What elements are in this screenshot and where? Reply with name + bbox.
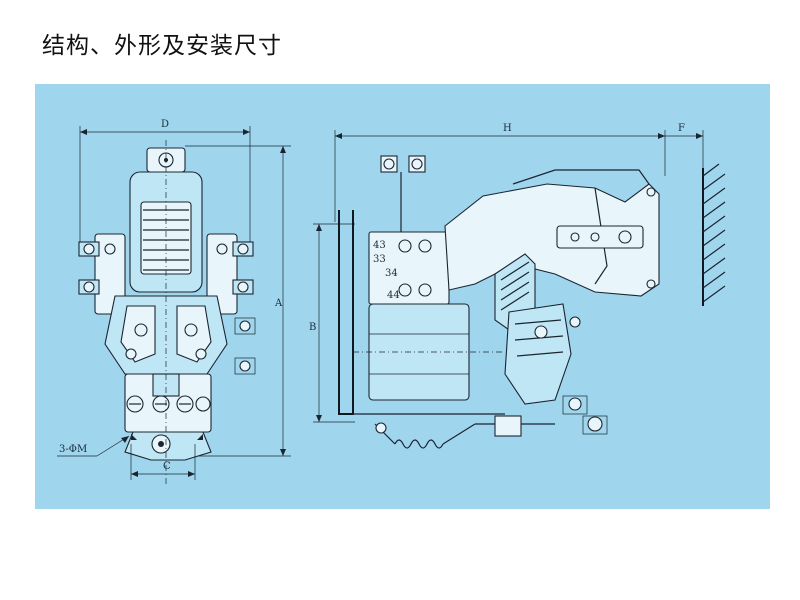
dimension-label-a: A [274, 298, 283, 309]
dimension-label-h: H [503, 123, 512, 134]
terminal-label-44: 44 [387, 290, 400, 301]
hole-callout: 3-ΦM [59, 444, 87, 455]
side-view: H F B [309, 123, 726, 449]
drawing-panel: D A [35, 84, 770, 509]
terminal-label-43: 43 [373, 240, 386, 251]
base-plate [338, 210, 354, 415]
mounting-wall [702, 163, 726, 306]
page-title: 结构、外形及安装尺寸 [42, 33, 282, 59]
return-spring [394, 439, 444, 449]
dimension-label-b: B [309, 322, 316, 333]
dimension-label-f: F [678, 123, 685, 134]
front-view: D A [57, 119, 291, 484]
terminal-label-34: 34 [385, 268, 398, 279]
dimension-label-c: C [163, 461, 171, 472]
dimension-label-d: D [161, 119, 169, 130]
terminal-label-33: 33 [373, 254, 386, 265]
technical-drawing: D A [57, 119, 726, 484]
